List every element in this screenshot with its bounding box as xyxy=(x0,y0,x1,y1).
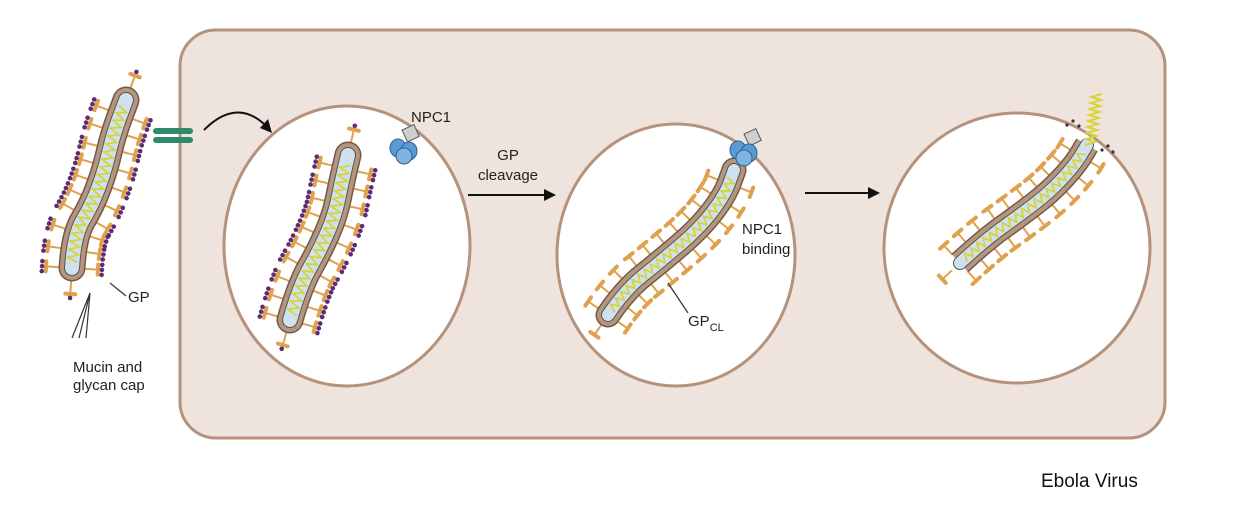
gpcl-label-subscript: CL xyxy=(710,322,724,334)
surface-receptor xyxy=(153,128,193,143)
cleavage-arrow xyxy=(468,189,556,201)
gpcl-label-main: GP xyxy=(688,313,710,330)
free-virion xyxy=(39,69,153,301)
npc1-label: NPC1 xyxy=(411,109,451,126)
gpcl-label: GPCL xyxy=(688,313,724,334)
caption: Ebola Virus xyxy=(1041,471,1138,492)
endosomal-virion-cleaved xyxy=(583,143,756,340)
mucin-label-line1: Mucin and xyxy=(73,359,142,376)
fusion-arrow xyxy=(805,187,880,199)
fusing-virion xyxy=(936,93,1115,287)
npc1-receptor-2 xyxy=(729,127,762,167)
gp-label: GP xyxy=(128,289,150,306)
mucin-label-line2: glycan cap xyxy=(73,377,145,394)
endosomal-virion-uncleaved xyxy=(257,123,378,352)
leader-lines xyxy=(71,282,689,339)
npc1-binding-label-line2: binding xyxy=(742,241,790,258)
npc1-receptor-1 xyxy=(389,123,420,165)
uptake-arrow xyxy=(203,111,272,133)
gp-cleavage-label-line1: GP xyxy=(497,147,519,164)
npc1-binding-label-line1: NPC1 xyxy=(742,221,782,238)
gp-cleavage-label-line2: cleavage xyxy=(478,167,538,184)
